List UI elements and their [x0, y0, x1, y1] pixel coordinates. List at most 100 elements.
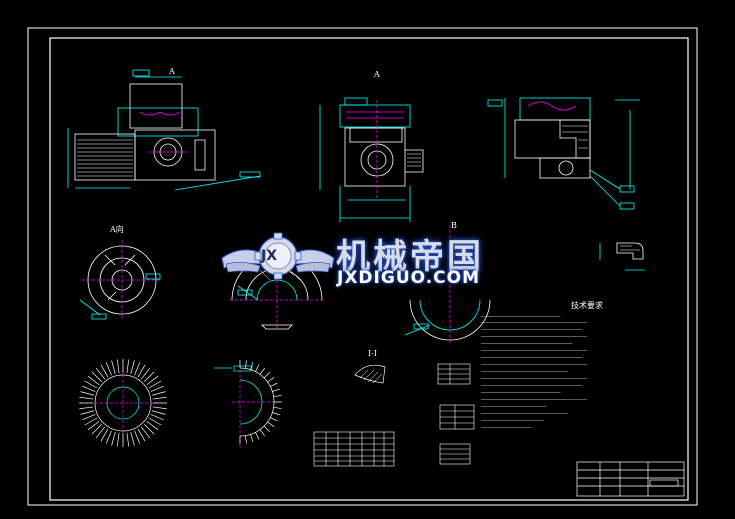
- half-fin-ray: [255, 364, 260, 372]
- note-line: ────────────────────────────────────────…: [481, 327, 583, 332]
- fin-ray: [100, 364, 109, 378]
- fin-ray: [105, 362, 112, 376]
- rib-section-i-i: [354, 364, 386, 384]
- note-line: ────────────────────────────────────────…: [481, 320, 587, 325]
- piston-crown-partial-view: [404, 225, 491, 345]
- note-line: ────────────────────────────────────────…: [481, 362, 587, 367]
- fin-ray: [140, 426, 151, 439]
- half-fin-rays: [239, 360, 282, 444]
- fin-ray: [91, 423, 103, 435]
- fin-ray: [116, 432, 120, 447]
- half-fin-ray: [267, 421, 275, 427]
- fin-ray: [137, 428, 146, 442]
- half-fin-ray: [270, 417, 278, 422]
- fin-rays: [79, 359, 167, 447]
- half-fin-ray: [273, 406, 282, 409]
- outer-sheet-border: [27, 27, 698, 506]
- ring-groove-detail: [599, 242, 645, 271]
- fin-ray: [150, 385, 164, 392]
- technical-notes-title: 技术要求: [571, 301, 603, 310]
- note-line: ──────────────────────────────────────: [481, 341, 573, 346]
- note-line: ─────────────────────: [481, 425, 532, 430]
- fin-ray: [134, 362, 141, 376]
- section-label-middle-center: B: [451, 221, 457, 230]
- half-fin-view: [214, 360, 282, 450]
- fin-ray: [150, 414, 164, 421]
- fin-ray: [111, 431, 116, 446]
- fin-ray: [152, 396, 167, 400]
- half-fin-ray: [255, 432, 260, 440]
- note-line: ─────────────────────────────────: [481, 390, 561, 395]
- fin-ray: [151, 391, 166, 396]
- half-fin-ray: [263, 372, 270, 379]
- fin-ray: [95, 367, 106, 380]
- piston-section-view: [487, 97, 640, 210]
- note-line: ───────────────────────────: [481, 404, 547, 409]
- fin-ray: [143, 371, 155, 383]
- fin-ray: [152, 406, 167, 410]
- inner-frame-border: [49, 37, 689, 501]
- half-fin-ray: [250, 434, 254, 443]
- radial-fin-view: [79, 359, 167, 447]
- note-line: ────────────────────────────────────: [481, 411, 568, 416]
- fin-ray: [84, 417, 98, 426]
- watermark-logo-letters: JX: [261, 248, 278, 264]
- half-fin-ray: [263, 425, 270, 432]
- fin-ray: [95, 426, 106, 439]
- fin-ray: [80, 410, 95, 415]
- fin-ray: [146, 420, 159, 431]
- note-line: ────────────────────────────────────: [481, 369, 568, 374]
- half-fin-ray: [259, 367, 265, 375]
- gauge-table-small: [439, 443, 471, 465]
- half-fin-ray: [272, 388, 281, 392]
- note-line: ─────────────────────────────────: [481, 314, 561, 319]
- half-fin-ray: [244, 360, 247, 369]
- section-label-top-center: A: [374, 70, 380, 79]
- fin-ray: [84, 380, 98, 389]
- note-line: ────────────────────────────────────────…: [481, 334, 587, 339]
- small-parameter-table: [437, 363, 471, 385]
- fin-ray: [116, 359, 120, 374]
- fin-ray: [140, 367, 151, 380]
- fin-ray: [100, 428, 109, 442]
- watermark-url: JXDIGUO.COM: [337, 268, 481, 288]
- fin-ray: [82, 385, 96, 392]
- fin-ray: [79, 396, 94, 400]
- winged-gear-logo-icon: [221, 232, 335, 280]
- half-fin-ray: [267, 377, 275, 383]
- fin-ray: [87, 375, 100, 386]
- note-line: ────────────────────────────────────────…: [481, 383, 583, 388]
- section-label-rib: I-I: [368, 349, 378, 358]
- watermark-title: 机械帝国: [336, 237, 484, 277]
- fin-ray: [148, 417, 162, 426]
- note-line: ──────────────────────────: [481, 418, 544, 423]
- fin-ray: [91, 371, 103, 383]
- tolerance-table: [439, 404, 475, 430]
- fin-ray: [130, 431, 135, 446]
- fin-ray: [148, 380, 162, 389]
- fin-ray: [134, 430, 141, 444]
- fin-ray: [130, 360, 135, 375]
- fin-ray: [111, 360, 116, 375]
- fin-ray: [146, 375, 159, 386]
- fin-ray: [143, 423, 155, 435]
- section-label-middle-left: A向: [110, 225, 124, 234]
- a-direction-view: [79, 240, 162, 320]
- half-fin-ray: [272, 412, 281, 416]
- fin-ray: [79, 406, 94, 410]
- piston-side-view: [67, 69, 261, 191]
- piston-front-view: [319, 97, 424, 222]
- fin-ray: [82, 414, 96, 421]
- fin-ray: [137, 364, 146, 378]
- title-block: [576, 461, 685, 497]
- note-line: ────────────────────────────────────────…: [481, 355, 583, 360]
- half-fin-ray: [270, 382, 278, 387]
- half-fin-ray: [259, 429, 265, 437]
- fin-ray: [151, 410, 166, 415]
- fin-ray: [126, 432, 130, 447]
- fin-ray: [87, 420, 100, 431]
- fit-tolerance-grid: [313, 431, 395, 467]
- note-line: ────────────────────────────────────────…: [481, 376, 587, 381]
- fin-ray: [105, 430, 112, 444]
